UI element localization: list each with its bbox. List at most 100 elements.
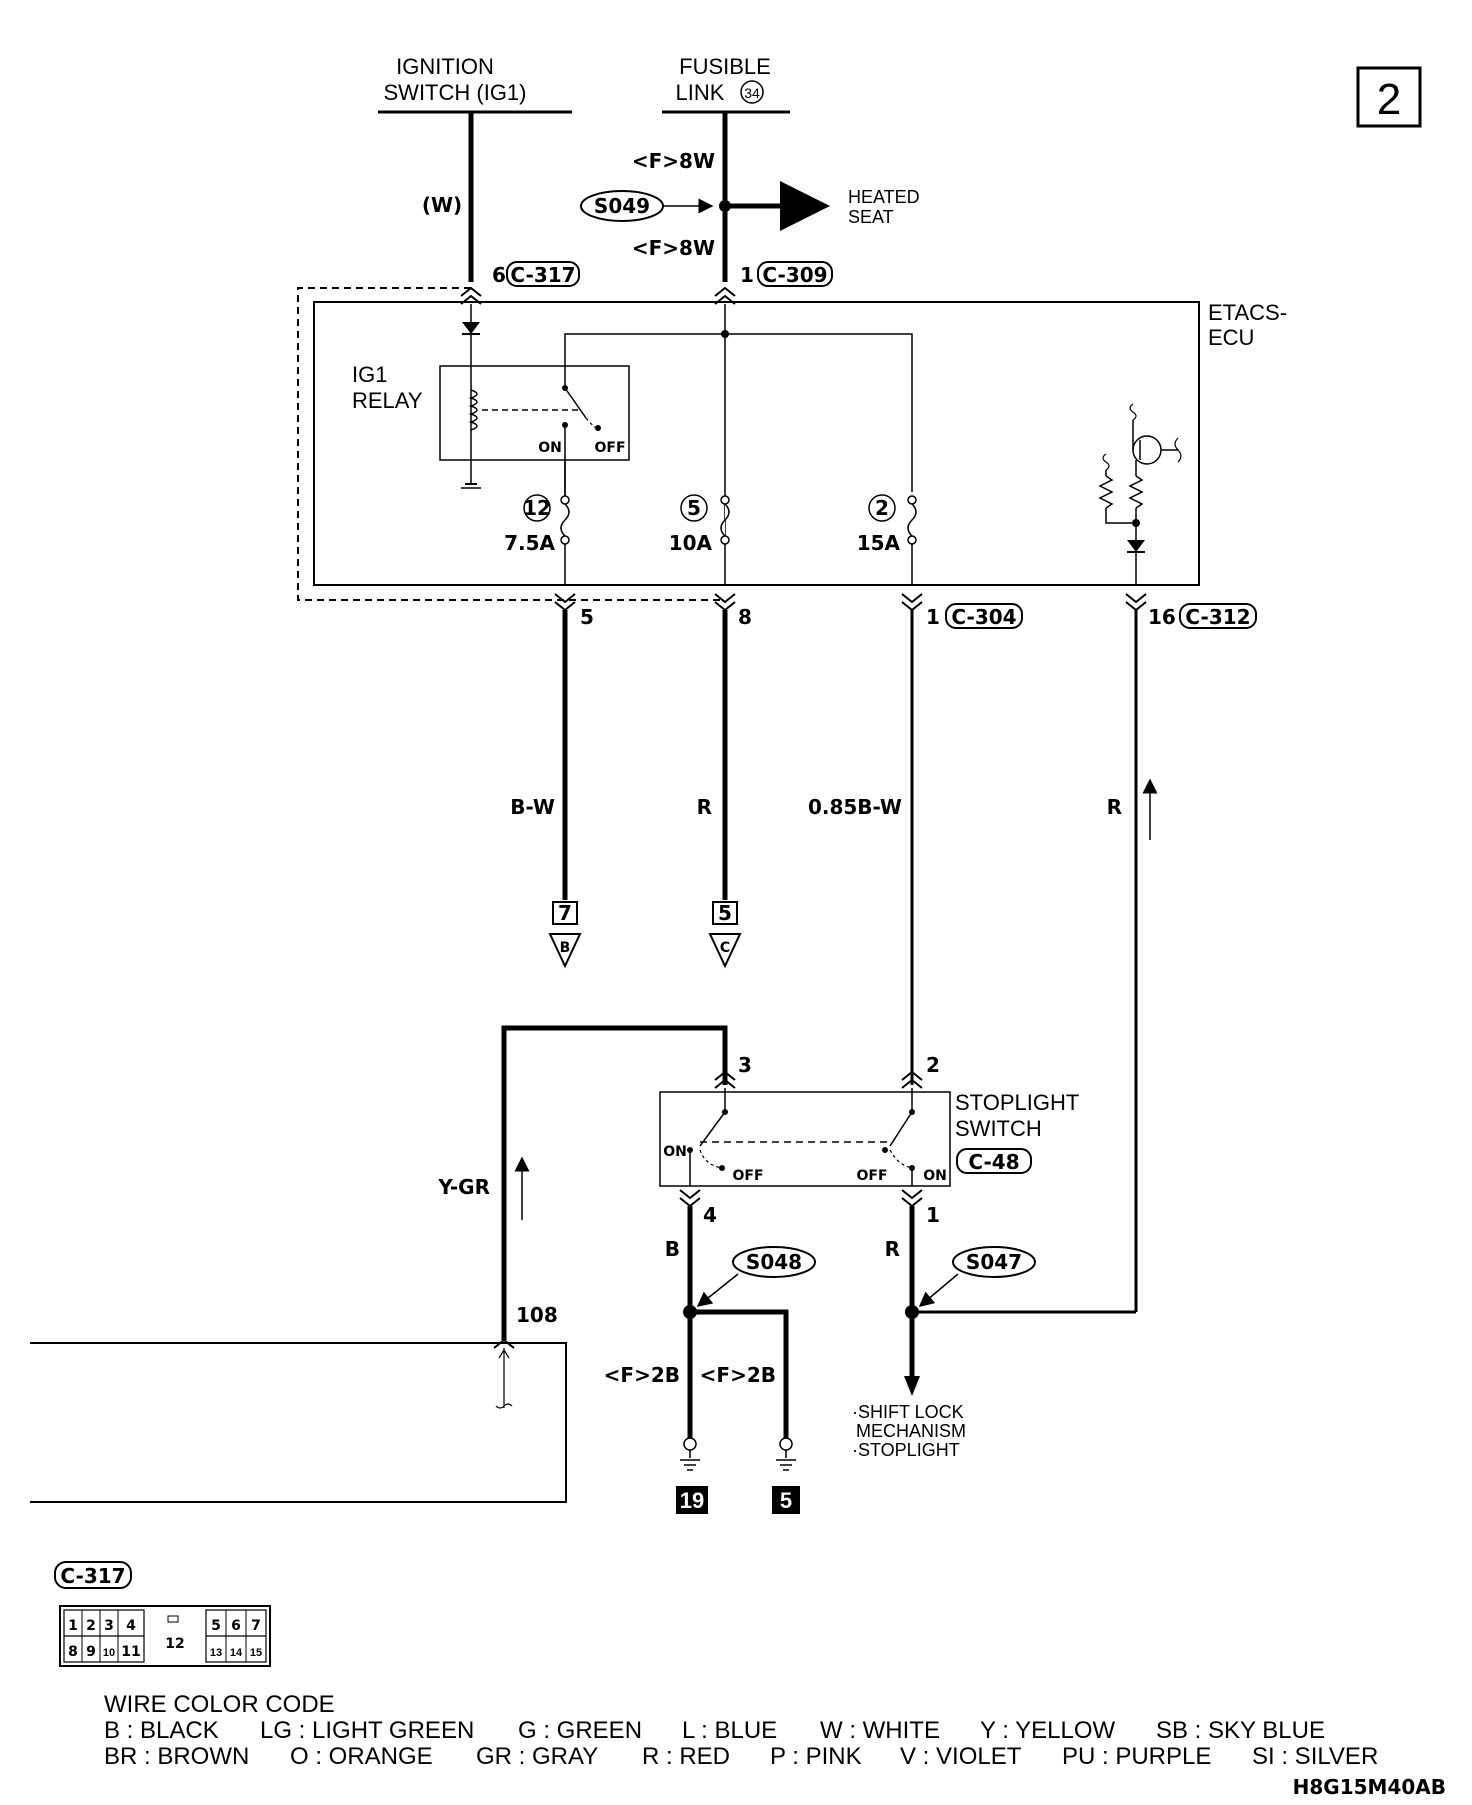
connector-c304: C-304 [951,605,1016,629]
splice-s047-oval [952,1246,1036,1278]
connector-c48: C-48 [968,1150,1019,1174]
stoplight-label-line2: SWITCH [955,1116,1042,1141]
legend-p: P : PINK [770,1743,862,1770]
pin-1-bottom: 1 [926,605,940,629]
ground-19-number: 19 [680,1488,704,1513]
splice-s048: S048 [746,1250,802,1274]
wire-ygr-color: Y-GR [437,1175,490,1199]
relay-label-line2: RELAY [352,388,423,413]
ref-7b: 7 B [548,901,582,969]
splice-s049: S049 [594,194,650,218]
switch-on-left: ON [663,1144,687,1160]
pin-108: 108 [516,1303,558,1327]
wire-f2b-2: <F>2B [700,1363,776,1387]
fuse-12-rating: 7.5A [504,531,555,555]
fusible-label-line1: FUSIBLE [679,54,771,79]
shift-lock-line1: ·SHIFT LOCK [852,1402,964,1422]
splice-s048-oval [732,1246,816,1278]
legend-y: Y : YELLOW [980,1717,1116,1744]
pin-view-8: 8 [68,1644,78,1660]
etacs-ecu-box [313,301,1200,586]
fuse-5-number: 5 [687,496,701,520]
legend-si: SI : SILVER [1252,1743,1378,1770]
wire-bw-color: B-W [510,795,555,819]
connector-c317-top: C-317 [510,263,575,287]
page-number-box [1356,66,1422,128]
c317-connector-view: C-317 1 2 3 4 5 6 7 8 9 10 11 13 14 15 1… [54,1561,271,1667]
pin-view-1: 1 [68,1618,78,1634]
ref-5c: 5 C [708,901,742,969]
heated-seat-line2: SEAT [848,207,894,227]
legend-pu: PU : PURPLE [1062,1743,1211,1770]
pin-6: 6 [492,263,506,287]
pin-view-4: 4 [126,1618,136,1634]
pin-2: 2 [926,1053,940,1077]
legend-gr: GR : GRAY [476,1743,598,1770]
fusible-link-number: 34 [744,85,760,101]
drawing-code: H8G15M40AB [1293,1775,1446,1799]
legend-lg: LG : LIGHT GREEN [260,1717,474,1744]
wire-f8w-top: <F>8W [632,149,715,173]
wire-b-color: B [665,1237,680,1261]
legend-b: B : BLACK [104,1717,219,1744]
shift-lock-line2: MECHANISM [856,1421,966,1441]
relay-label-line1: IG1 [352,362,387,387]
legend-v: V : VIOLET [900,1743,1022,1770]
pin-view-14: 14 [230,1647,243,1659]
ref-7-number: 7 [558,901,572,925]
pin-view-12: 12 [165,1636,184,1652]
pin-view-11: 11 [121,1644,140,1660]
pin-1-top: 1 [740,263,754,287]
pin-view-10: 10 [103,1647,115,1659]
pin-5: 5 [580,605,594,629]
wire-f2b-1: <F>2B [604,1363,680,1387]
relay-off: OFF [594,440,625,456]
ecu-label-line1: ETACS- [1208,300,1287,325]
wire-r-2-color: R [1107,795,1122,819]
fuse-2-number: 2 [875,496,889,520]
fuse-2: 2 15A [857,494,917,585]
pin-3: 3 [738,1053,752,1077]
ground-5: 5 [772,1437,800,1514]
pin-view-2: 2 [86,1618,96,1634]
pin-view-9: 9 [86,1644,96,1660]
wire-ygr [501,1025,728,1340]
switch-on-right: ON [923,1168,947,1184]
stoplight-switch-box [659,1091,951,1187]
wire-r-3-color: R [885,1237,900,1261]
relay-on: ON [538,440,562,456]
pin-view-13: 13 [210,1647,222,1659]
switch-off-left: OFF [732,1168,763,1184]
stoplight-label-line1: STOPLIGHT [955,1090,1079,1115]
splice-s049-oval [580,190,664,222]
pin-view-5: 5 [211,1618,221,1634]
ref-5-number: 5 [718,901,732,925]
ref-5-letter: C [720,940,730,956]
pin-16: 16 [1148,605,1176,629]
splice-s047: S047 [966,1250,1022,1274]
fuse-5-rating: 10A [669,531,713,555]
pin-4: 4 [703,1203,717,1227]
fuse-2-rating: 15A [857,531,901,555]
ref-7-letter: B [560,940,571,956]
fuse-12-number: 12 [523,496,551,520]
heated-seat-line1: HEATED [848,187,920,207]
legend-l: L : BLUE [682,1717,777,1744]
ecu-label-line2: ECU [1208,325,1254,350]
legend-r: R : RED [642,1743,730,1770]
legend-g: G : GREEN [518,1717,642,1744]
ecu-transistor-circuit [1098,403,1182,585]
wire-f8w-bottom: <F>8W [632,236,715,260]
legend-br: BR : BROWN [104,1743,249,1770]
legend-sb: SB : SKY BLUE [1156,1717,1325,1744]
pin-view-15: 15 [250,1647,262,1659]
page-number: 2 [1377,75,1401,124]
legend-title: WIRE COLOR CODE [104,1691,335,1718]
lower-left-module-box [30,1342,567,1503]
pin-view-3: 3 [104,1618,114,1634]
ground-19: 19 [676,1437,708,1514]
fuse-5: 5 10A [669,494,730,555]
pin-view-7: 7 [251,1618,261,1634]
